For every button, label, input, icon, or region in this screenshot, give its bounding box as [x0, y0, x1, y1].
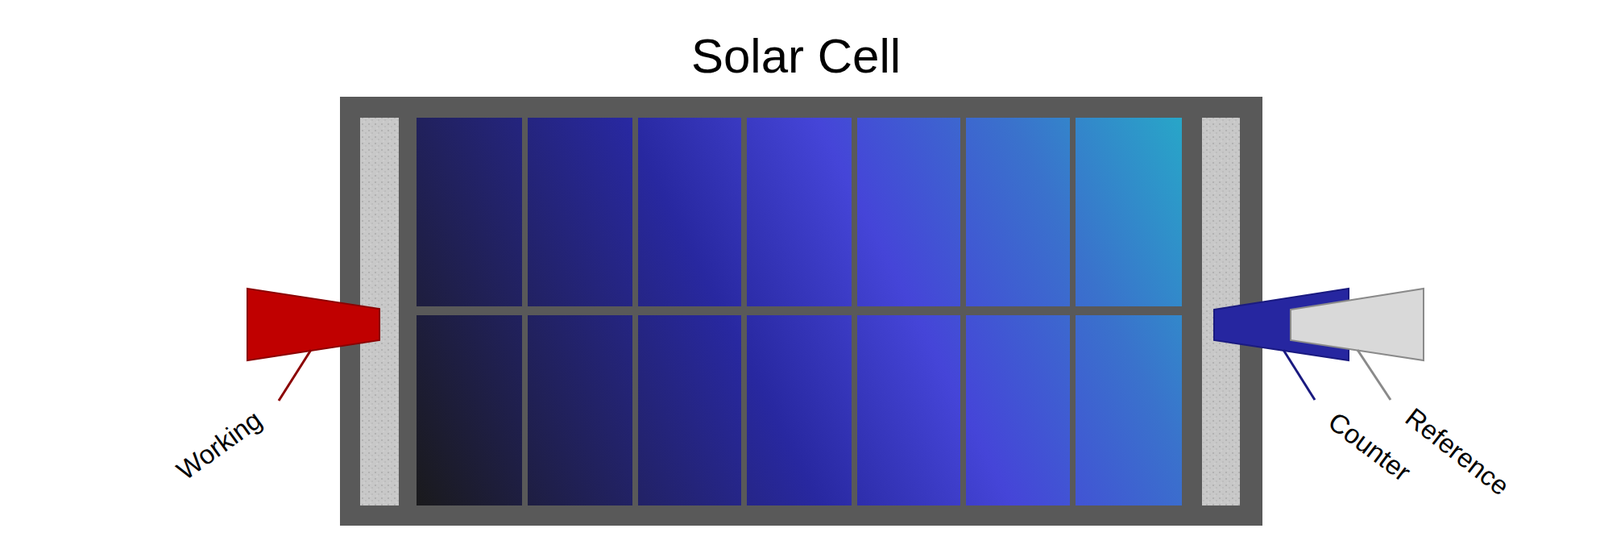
cell-frame [339, 96, 1263, 526]
probe-label: Counter [1323, 406, 1416, 485]
diagram-title: Solar Cell [691, 32, 901, 81]
cell-panel [527, 117, 633, 307]
leader-line [278, 349, 311, 401]
probe-label: Working [172, 405, 267, 484]
cell-panel [965, 117, 1070, 307]
cell-panel [416, 315, 523, 506]
cell-panel [857, 117, 961, 307]
cell-panel [638, 117, 742, 307]
leader-line [1357, 349, 1391, 400]
cell-panel [857, 315, 961, 506]
cell-panel [527, 315, 633, 506]
cell-panel [965, 315, 1070, 506]
leader-line [1283, 349, 1315, 400]
cell-panel [746, 315, 852, 506]
reference-probe [1290, 288, 1424, 361]
cell-panel [416, 117, 523, 307]
cell-panel [746, 117, 852, 307]
probe-label: Reference [1401, 402, 1514, 500]
cell-panel [1075, 315, 1182, 506]
cell-panel [1075, 117, 1182, 307]
working-probe [247, 288, 380, 361]
cell-panel [638, 315, 742, 506]
